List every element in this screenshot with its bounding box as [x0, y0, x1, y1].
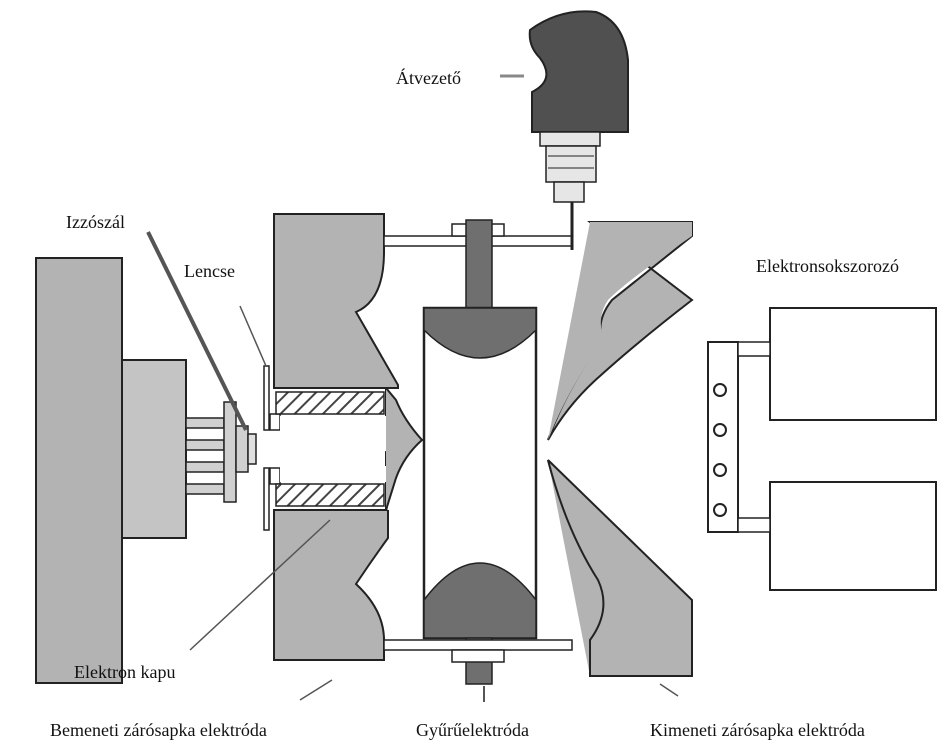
feedthrough-label: Átvezető [396, 67, 461, 88]
entrance-endcap-electrode [273, 213, 426, 661]
exit-endcap-label: Kimeneti zárósapka elektróda [650, 720, 865, 740]
leader-lines [146, 231, 679, 702]
ring-electrode [383, 219, 573, 685]
electron-source [35, 257, 257, 684]
electron-gate-label: Elektron kapu [74, 662, 175, 682]
electron-multiplier-label: Elektronsokszorozó [756, 256, 899, 276]
feedthrough [500, 10, 629, 250]
exit-endcap-electrode [547, 221, 694, 677]
electron-multiplier [707, 307, 937, 591]
entrance-endcap-label: Bemeneti zárósapka elektróda [50, 720, 267, 740]
filament-label: Izzószál [66, 212, 125, 232]
lens-label: Lencse [184, 261, 235, 281]
ring-electrode-label: Gyűrűelektróda [416, 720, 529, 740]
